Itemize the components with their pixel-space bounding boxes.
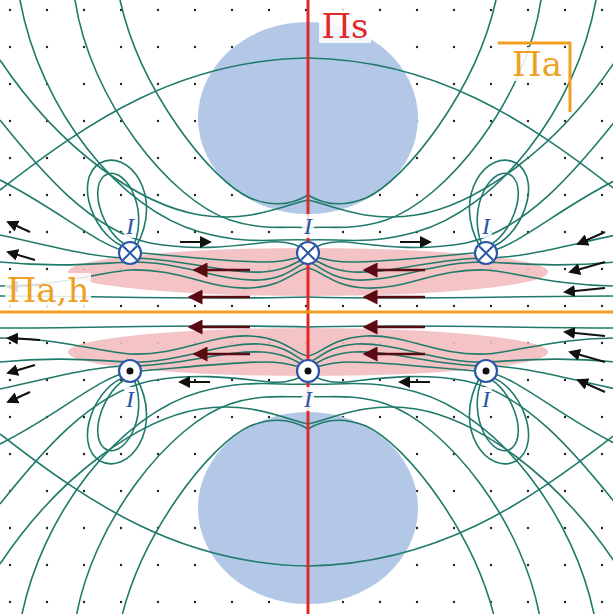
current-label: I: [124, 387, 136, 411]
current-label: I: [302, 214, 314, 238]
current-label: I: [480, 387, 492, 411]
plane-label: Πs: [319, 9, 370, 43]
current-label: I: [302, 387, 314, 411]
plane-label: Πa: [510, 47, 564, 81]
current-label: I: [480, 214, 492, 238]
plane-label: Πa,h: [5, 273, 92, 307]
current-label: I: [124, 214, 136, 238]
